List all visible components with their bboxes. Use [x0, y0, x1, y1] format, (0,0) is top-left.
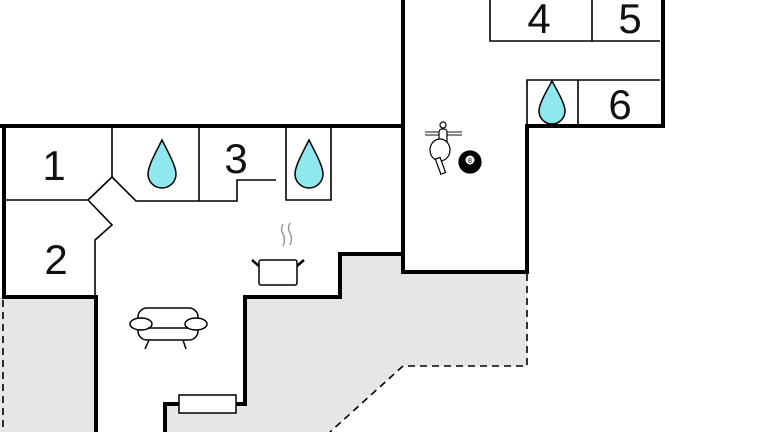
- bathroom-drop-icon: [538, 79, 566, 125]
- wall: [0, 0, 405, 128]
- room-1-label: 1: [42, 142, 65, 189]
- wall: [401, 0, 665, 274]
- bathroom-drop-icon: [147, 138, 177, 189]
- room-4-label: 4: [527, 0, 550, 42]
- terrace-edge: [329, 274, 528, 432]
- kitchen-pot-icon: [251, 222, 305, 286]
- wall: [87, 199, 114, 297]
- wall: [87, 175, 276, 202]
- bathroom-drop-icon: [294, 138, 324, 189]
- radiator-icon: [178, 394, 237, 414]
- wall: [285, 126, 332, 201]
- wall: [2, 124, 98, 432]
- game-room-icon: 8: [425, 121, 482, 175]
- wall: [489, 0, 660, 42]
- wall: [526, 79, 660, 126]
- room-3-label: 3: [224, 135, 247, 182]
- wall: [163, 252, 405, 432]
- room-5-label: 5: [618, 0, 641, 42]
- room-2-label: 2: [44, 236, 67, 283]
- terrace-left: [0, 297, 94, 432]
- billiard-ball-number: 8: [468, 158, 472, 165]
- living-sofa-icon: [129, 307, 208, 350]
- room-6-label: 6: [608, 81, 631, 128]
